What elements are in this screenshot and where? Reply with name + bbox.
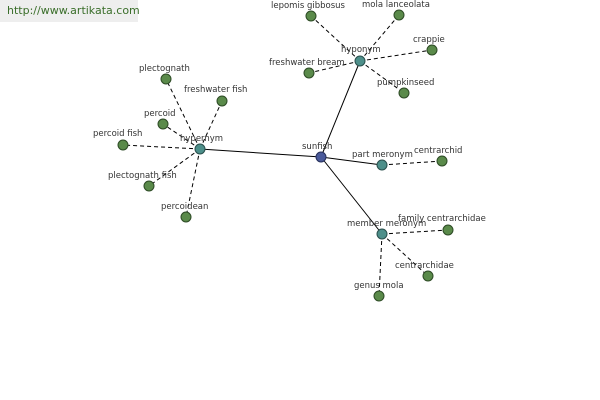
edge-member-meronym-genus-mola [378, 233, 383, 297]
node-freshwater-bream[interactable] [303, 67, 315, 79]
edge-hyponym-freshwater-bream [308, 60, 361, 74]
label-hyponym: hyponym [341, 45, 381, 55]
node-percoidean[interactable] [180, 211, 192, 223]
node-lepomis-gibbosus[interactable] [305, 10, 317, 22]
edge-sunfish-part-meronym [320, 156, 383, 166]
edge-part-meronym-centrarchid [381, 160, 443, 166]
label-percoid: percoid [144, 109, 176, 119]
watermark: http://www.artikata.com [0, 0, 140, 22]
node-plectognath-fish[interactable] [143, 180, 155, 192]
node-percoid-fish[interactable] [117, 139, 129, 151]
node-percoid[interactable] [157, 118, 169, 130]
edge-hypernym-plectognath [165, 78, 201, 150]
node-family-centrarchidae[interactable] [442, 224, 454, 236]
edge-hypernym-freshwater-fish [199, 100, 223, 150]
label-centrarchid: centrarchid [414, 146, 462, 156]
edge-hyponym-pumpkinseed [359, 60, 405, 94]
label-lepomis-gibbosus: lepomis gibbosus [271, 1, 346, 11]
label-plectognath-fish: plectognath fish [108, 171, 177, 181]
edge-sunfish-member-meronym [320, 156, 383, 235]
edge-sunfish-hyponym [320, 60, 361, 158]
node-hypernym[interactable] [194, 143, 206, 155]
nodes-layer [117, 9, 454, 302]
node-hyponym[interactable] [354, 55, 366, 67]
label-genus-mola: genus mola [354, 281, 404, 291]
node-plectognath[interactable] [160, 73, 172, 85]
label-freshwater-fish: freshwater fish [184, 85, 247, 95]
edge-member-meronym-family-centrarchidae [381, 229, 449, 235]
edge-hyponym-mola-lanceolata [359, 14, 400, 62]
edge-sunfish-hypernym [199, 148, 322, 158]
label-part-meronym: part meronym [352, 150, 413, 160]
edge-member-meronym-centrarchidae [381, 233, 429, 277]
node-mola-lanceolata[interactable] [393, 9, 405, 21]
watermark-text: http://www.artikata.com [7, 4, 140, 17]
node-sunfish[interactable] [315, 151, 327, 163]
edge-hypernym-percoid-fish [122, 144, 201, 150]
node-centrarchidae[interactable] [422, 270, 434, 282]
label-centrarchidae: centrarchidae [395, 261, 454, 271]
label-hypernym: hypernym [180, 134, 223, 144]
edge-hypernym-percoid [162, 123, 201, 150]
label-plectognath: plectognath [139, 64, 190, 74]
edge-hypernym-plectognath-fish [148, 148, 201, 187]
edge-hyponym-crappie [359, 49, 433, 62]
edges-layer [122, 14, 449, 297]
edge-hypernym-percoidean [185, 148, 201, 218]
label-sunfish: sunfish [302, 142, 332, 152]
label-freshwater-bream: freshwater bream [269, 58, 345, 68]
label-pumpkinseed: pumpkinseed [377, 78, 434, 88]
node-centrarchid[interactable] [436, 155, 448, 167]
node-freshwater-fish[interactable] [216, 95, 228, 107]
node-pumpkinseed[interactable] [398, 87, 410, 99]
node-genus-mola[interactable] [373, 290, 385, 302]
label-mola-lanceolata: mola lanceolata [362, 0, 430, 10]
label-crappie: crappie [413, 35, 445, 45]
label-family-centrarchidae: family centrarchidae [398, 214, 486, 224]
label-member-meronym: member meronym [347, 219, 426, 229]
label-percoidean: percoidean [161, 202, 208, 212]
node-member-meronym[interactable] [376, 228, 388, 240]
node-crappie[interactable] [426, 44, 438, 56]
node-part-meronym[interactable] [376, 159, 388, 171]
label-percoid-fish: percoid fish [93, 129, 142, 139]
